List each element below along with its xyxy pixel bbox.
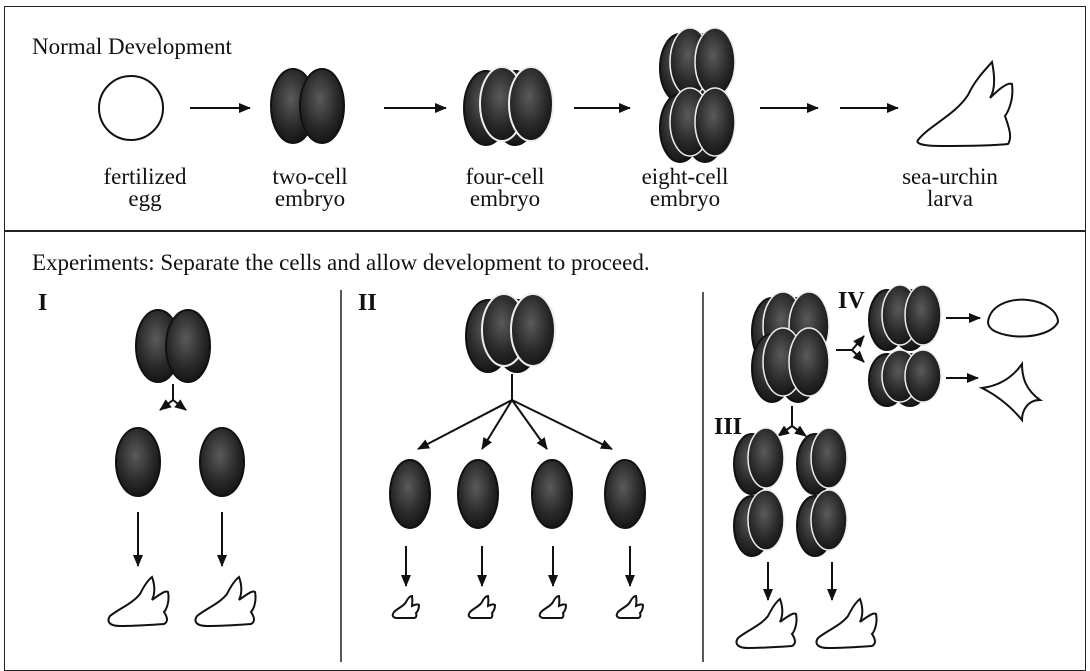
exp1-two-cell-embryo (136, 310, 210, 382)
eight-cell-embryo (660, 28, 735, 162)
exp3-larva (736, 599, 796, 648)
exp1-single-cell (116, 428, 160, 496)
exp2-single-cell (458, 460, 498, 528)
exp2-four-cell-embryo (466, 294, 555, 372)
split-arrows (418, 374, 612, 449)
two-cell-embryo (271, 69, 344, 143)
exp2-single-cell (532, 460, 572, 528)
exp3-larva (816, 599, 876, 648)
exp4-spiky-form (982, 364, 1040, 420)
exp2-small-larvae (393, 596, 643, 618)
split-arrows (160, 384, 186, 410)
exp1-single-cell (200, 428, 244, 496)
exp3-eight-cell-embryo (752, 292, 829, 402)
exp3-left-half (734, 428, 784, 556)
exp1-larva (195, 577, 255, 626)
split-arrows (778, 406, 806, 436)
exp2-single-cell (390, 460, 430, 528)
sea-urchin-larva (917, 62, 1012, 146)
exp4-ball-blastula (988, 300, 1058, 337)
split-arrows (836, 336, 864, 362)
fertilized-egg (99, 76, 163, 140)
exp4-animal-half (869, 285, 941, 350)
four-cell-embryo (464, 67, 553, 145)
exp1-larva (108, 577, 168, 626)
exp3-right-half (797, 428, 847, 556)
exp4-vegetal-half (869, 350, 941, 406)
exp2-single-cell (605, 460, 645, 528)
